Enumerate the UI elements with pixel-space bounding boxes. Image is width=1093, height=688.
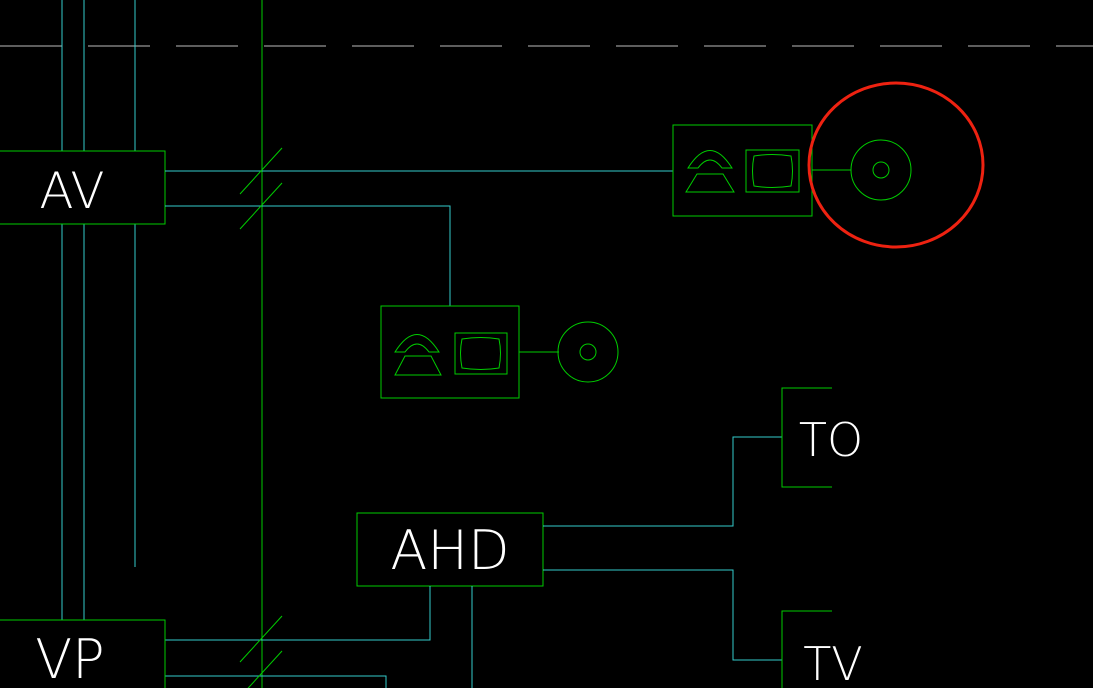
tv-screen-icon	[745, 149, 800, 193]
cable-ahd-to-tv	[543, 569, 782, 661]
ahd-block-label: AHD	[390, 519, 509, 582]
cable-vp-lower	[165, 675, 387, 688]
telephone-icon	[685, 150, 735, 193]
upper-outlet[interactable]	[672, 124, 912, 217]
tv-block[interactable]: TV	[781, 610, 863, 688]
highlight-red-circle	[807, 81, 985, 249]
ahd-block[interactable]: AHD	[356, 512, 544, 587]
antenna-socket-icon	[557, 321, 619, 383]
cable-av-to-lower-outlet	[165, 205, 451, 306]
av-block[interactable]: AV	[0, 150, 166, 225]
antenna-socket-icon	[850, 139, 912, 201]
tv-block-label: TV	[803, 637, 863, 688]
cable-ahd-to-vp	[165, 586, 431, 641]
cable-tick-mark	[239, 615, 283, 663]
to-block[interactable]: TO	[781, 387, 863, 488]
telephone-icon	[394, 334, 442, 376]
vp-block[interactable]: VP	[0, 619, 166, 688]
to-block-label: TO	[799, 413, 863, 467]
vp-block-label: VP	[35, 628, 105, 688]
cable-tick-mark	[239, 182, 283, 230]
cable-tick-mark	[247, 650, 283, 688]
lower-outlet[interactable]	[380, 305, 619, 399]
cable-tick-mark	[239, 147, 283, 195]
cable-ahd-to-to	[543, 436, 782, 527]
av-block-label: AV	[39, 162, 104, 220]
tv-screen-icon	[454, 332, 508, 375]
